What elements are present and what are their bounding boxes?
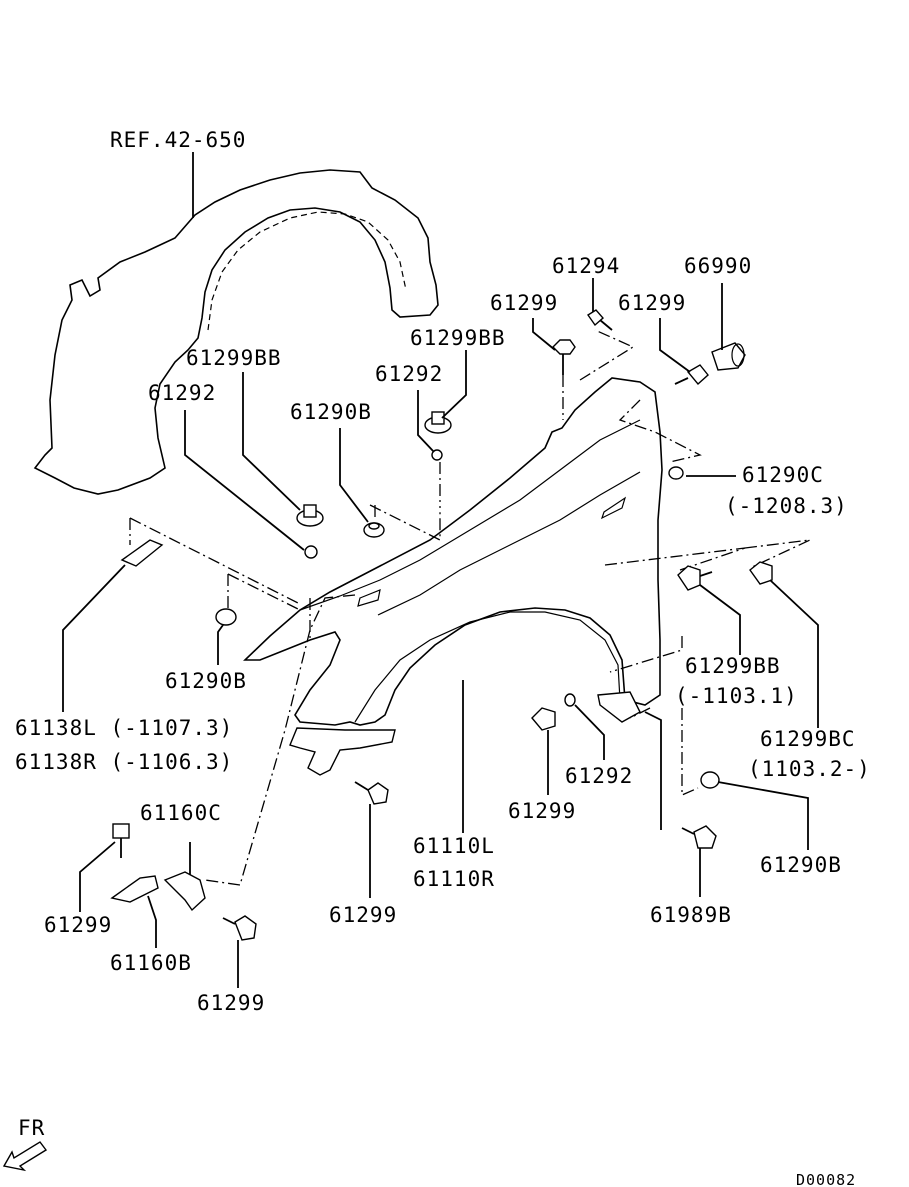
guide-61138 xyxy=(129,517,301,605)
label-61299bc: 61299BC xyxy=(760,727,856,751)
nut-61290b-left xyxy=(215,608,237,626)
label-61110r: 61110R xyxy=(413,867,495,891)
nut-61290b-top xyxy=(363,522,385,538)
label-61138l: 61138L (-1107.3) xyxy=(15,716,233,740)
label-61294: 61294 xyxy=(552,254,620,278)
label-61299-top-right: 61299 xyxy=(618,291,686,315)
bolt-61299bb-mid xyxy=(424,411,452,434)
label-61299-top-left: 61299 xyxy=(490,291,558,315)
leader-lines xyxy=(62,278,819,988)
label-66990: 66990 xyxy=(684,254,752,278)
label-61292-mid: 61292 xyxy=(375,362,443,386)
label-61299bc-note: (1103.2-) xyxy=(748,757,871,781)
label-61110l: 61110L xyxy=(413,834,495,858)
bolt-61299bc xyxy=(749,561,773,585)
label-61292-left: 61292 xyxy=(148,381,216,405)
bolt-61299-center xyxy=(354,781,389,805)
nut-61290b-right xyxy=(700,771,720,789)
bolt-61299-bottom xyxy=(222,915,257,941)
label-61138r: 61138R (-1106.3) xyxy=(15,750,233,774)
label-61290b-left: 61290B xyxy=(165,669,247,693)
label-61299bb-upper-left: 61299BB xyxy=(186,346,282,370)
front-label: FR xyxy=(18,1116,45,1140)
label-61160b: 61160B xyxy=(110,951,192,975)
washer-61292-mid xyxy=(431,449,443,461)
bolt-61299bb-right xyxy=(677,565,713,591)
label-61299bb-right-note: (-1103.1) xyxy=(675,684,798,708)
label-61989b: 61989B xyxy=(650,903,732,927)
label-61299-center: 61299 xyxy=(329,903,397,927)
diagram-code: D00082 xyxy=(796,1171,856,1187)
bolt-61299-right-top xyxy=(674,364,709,386)
washer-61292-low xyxy=(564,693,576,707)
label-61299-low-left: 61299 xyxy=(44,913,112,937)
screw-61294 xyxy=(587,309,613,331)
label-61290c-note: (-1208.3) xyxy=(725,494,848,518)
label-61290b-top: 61290B xyxy=(290,400,372,424)
label-61290c: 61290C xyxy=(742,463,824,487)
front-direction-arrow-icon xyxy=(2,1141,48,1172)
label-61160c: 61160C xyxy=(140,801,222,825)
front-fender-panel xyxy=(243,377,663,776)
bolt-61989b xyxy=(681,825,717,849)
clip-61138 xyxy=(120,539,164,567)
label-61299-bottom: 61299 xyxy=(197,991,265,1015)
fender-liner-reference xyxy=(33,169,439,495)
nut-61290c xyxy=(668,466,684,480)
label-61299bb-upper-mid: 61299BB xyxy=(410,326,506,350)
bolt-61299-low-mid xyxy=(531,707,556,731)
bolt-61299-top xyxy=(552,339,576,375)
label-61290b-right: 61290B xyxy=(760,853,842,877)
washer-61292-left xyxy=(304,545,318,559)
bracket-61160b xyxy=(110,875,159,903)
bolt-61299bb-left xyxy=(296,504,324,527)
bracket-61160c xyxy=(163,871,206,912)
clip-66990 xyxy=(711,342,746,371)
label-61299bb-right: 61299BB xyxy=(685,654,781,678)
label-ref: REF.42-650 xyxy=(110,128,246,152)
label-61299-low-mid: 61299 xyxy=(508,799,576,823)
label-61292-low: 61292 xyxy=(565,764,633,788)
bolt-61299-low-left xyxy=(112,823,130,858)
